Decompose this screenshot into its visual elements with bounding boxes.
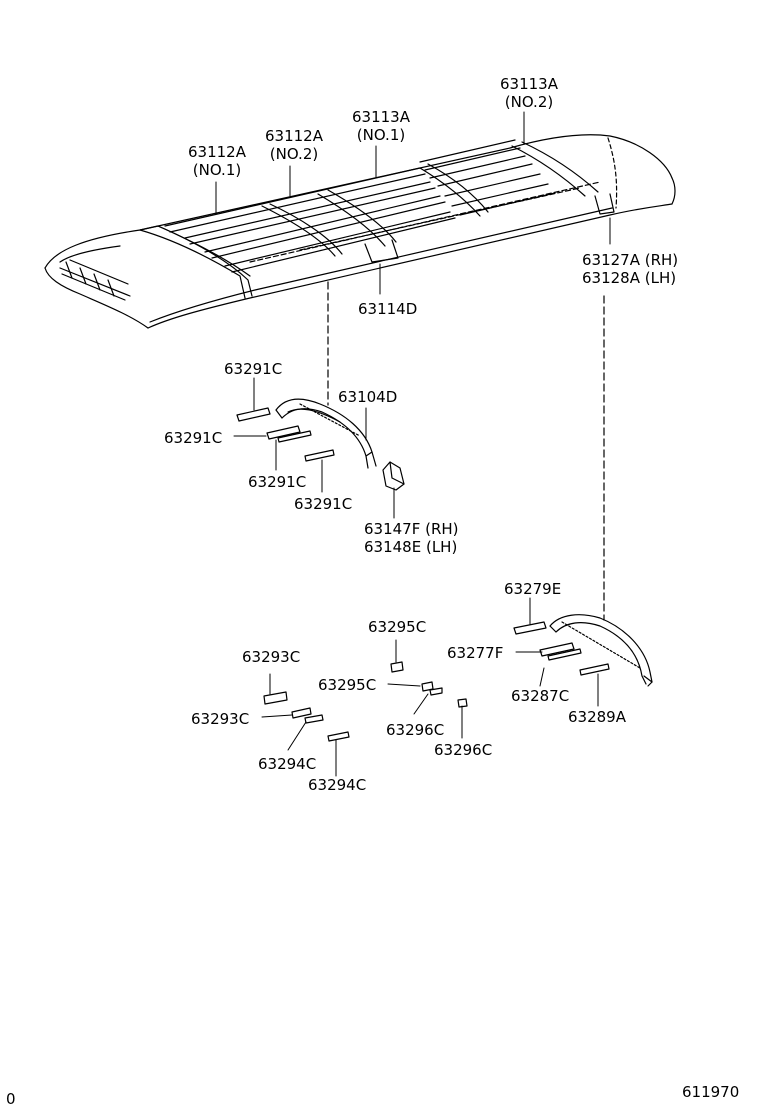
label-63291C-d: 63291C: [294, 495, 353, 513]
front-bow-63104D: [275, 398, 405, 491]
part-number-rh: 63127A (RH): [582, 251, 679, 269]
part-number: 63112A: [265, 127, 323, 145]
part-number: 63112A: [188, 143, 246, 161]
label-63147F-63148E: 63147F (RH) 63148E (LH): [364, 520, 459, 556]
label-63294C-b: 63294C: [308, 776, 367, 794]
label-63113A-no2: 63113A (NO.2): [494, 75, 564, 111]
part-number: 63113A: [352, 108, 410, 126]
label-63289A: 63289A: [568, 708, 626, 726]
part-variant: (NO.2): [269, 145, 319, 163]
label-63295C-a: 63295C: [368, 618, 427, 636]
label-63104D: 63104D: [338, 388, 398, 406]
label-63293C-a: 63293C: [242, 648, 301, 666]
label-63277F: 63277F: [447, 644, 504, 662]
corner-mark-left: 0: [6, 1090, 16, 1108]
label-63113A-no1: 63113A (NO.1): [346, 108, 416, 144]
label-63112A-no1: 63112A (NO.1): [182, 143, 252, 179]
label-63279E: 63279E: [504, 580, 562, 598]
rear-pads: [513, 621, 610, 676]
label-63294C-a: 63294C: [258, 755, 317, 773]
label-63287C: 63287C: [511, 687, 570, 705]
part-number-rh: 63147F (RH): [364, 520, 459, 538]
part-number-lh: 63148E (LH): [364, 538, 458, 556]
part-variant: (NO.1): [356, 126, 406, 144]
leader-lines: [215, 111, 611, 777]
pads-63291C: [236, 407, 335, 462]
label-63291C-a: 63291C: [224, 360, 283, 378]
label-63293C-b: 63293C: [191, 710, 250, 728]
part-number-lh: 63128A (LH): [582, 269, 677, 287]
label-63127A-63128A: 63127A (RH) 63128A (LH): [582, 251, 678, 287]
small-clips: [263, 661, 468, 742]
label-63291C-c: 63291C: [248, 473, 307, 491]
diagram-id: 611970: [682, 1083, 740, 1101]
roof-panel: [44, 134, 676, 329]
rear-bow: [549, 614, 653, 687]
label-63112A-no2: 63112A (NO.2): [259, 127, 329, 163]
part-variant: (NO.1): [192, 161, 242, 179]
label-63291C-b: 63291C: [164, 429, 223, 447]
label-63296C-b: 63296C: [434, 741, 493, 759]
label-63114D: 63114D: [358, 300, 418, 318]
part-variant: (NO.2): [504, 93, 554, 111]
label-63296C-a: 63296C: [386, 721, 445, 739]
label-63295C-b: 63295C: [318, 676, 377, 694]
part-number: 63113A: [500, 75, 558, 93]
